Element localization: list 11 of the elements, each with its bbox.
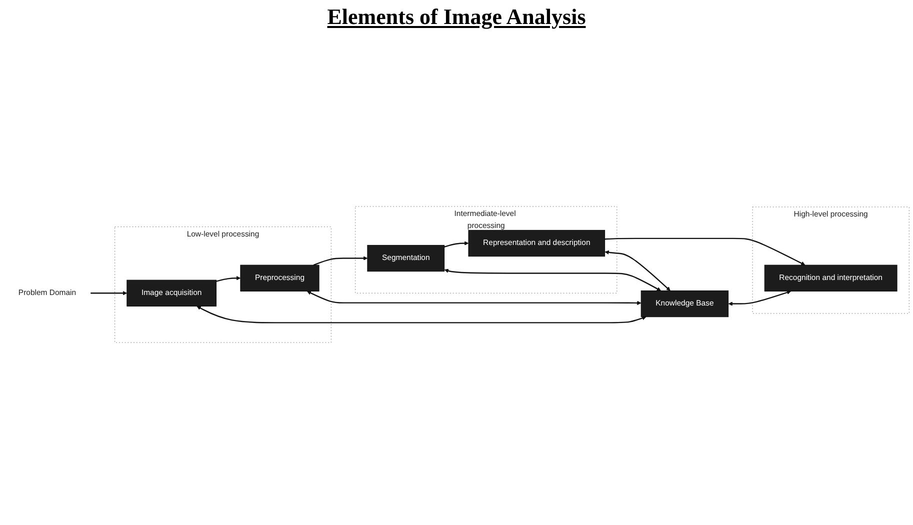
arrow <box>444 268 662 291</box>
arrow <box>604 238 806 266</box>
arrow <box>216 276 241 282</box>
arrow <box>728 290 792 306</box>
arrow <box>604 250 670 291</box>
arrow <box>313 256 368 266</box>
arrow <box>90 291 128 296</box>
arrow <box>306 291 642 306</box>
diagram-title: Elements of Image Analysis <box>326 4 587 30</box>
arrow <box>444 241 469 248</box>
arrow <box>196 306 646 324</box>
